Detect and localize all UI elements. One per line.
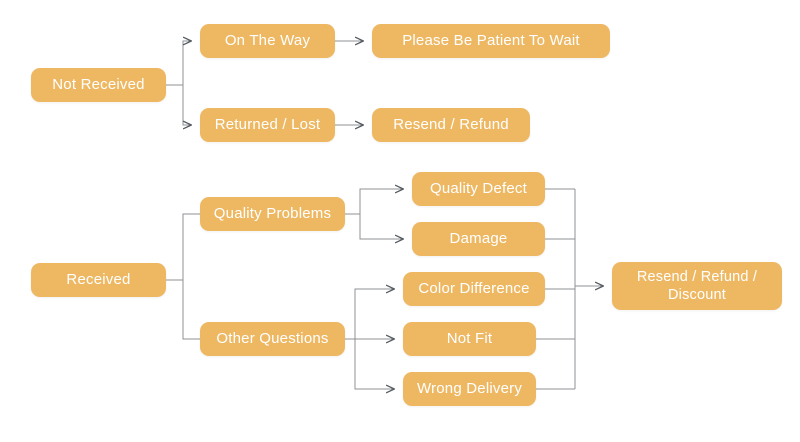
node-label: Resend / Refund / Discount (636, 268, 758, 303)
edge-quality-problems-to-damage (359, 214, 403, 239)
node-please-be-patient-to-wait[interactable]: Please Be Patient To Wait (372, 24, 610, 58)
node-resend-refund[interactable]: Resend / Refund (372, 108, 530, 142)
node-quality-problems[interactable]: Quality Problems (200, 197, 345, 231)
node-label: Quality Defect (429, 179, 527, 197)
edge-other-questions-to-wrong-delivery (354, 339, 394, 389)
node-other-questions[interactable]: Other Questions (200, 322, 345, 356)
node-label: Returned / Lost (214, 115, 321, 133)
node-label: Damage (449, 229, 508, 247)
node-label: Other Questions (216, 329, 329, 347)
node-on-the-way[interactable]: On The Way (200, 24, 335, 58)
edge-received-to-quality-problems (182, 213, 200, 280)
edge-other-questions-to-color-difference (354, 289, 394, 339)
node-color-difference[interactable]: Color Difference (403, 272, 545, 306)
node-label: Not Received (52, 75, 145, 93)
node-resend-refund-discount[interactable]: Resend / Refund / Discount (612, 262, 782, 310)
edge-not-received-to-returned-lost (182, 85, 191, 125)
edge-received-to-other-questions (182, 280, 200, 340)
node-label: Received (66, 270, 131, 288)
node-label: Wrong Delivery (416, 379, 523, 397)
node-label: Not Fit (446, 329, 493, 347)
edge-quality-problems-to-quality-defect (359, 189, 403, 214)
node-not-received[interactable]: Not Received (31, 68, 166, 102)
edge-not-received-to-on-the-way (182, 41, 191, 85)
node-returned-lost[interactable]: Returned / Lost (200, 108, 335, 142)
node-label: Color Difference (418, 279, 530, 297)
node-label: Resend / Refund (393, 115, 509, 133)
node-label: Please Be Patient To Wait (402, 31, 580, 49)
node-label: Quality Problems (213, 204, 332, 222)
node-label: On The Way (224, 31, 311, 49)
node-received[interactable]: Received (31, 263, 166, 297)
node-wrong-delivery[interactable]: Wrong Delivery (403, 372, 536, 406)
node-damage[interactable]: Damage (412, 222, 545, 256)
node-quality-defect[interactable]: Quality Defect (412, 172, 545, 206)
node-not-fit[interactable]: Not Fit (403, 322, 536, 356)
